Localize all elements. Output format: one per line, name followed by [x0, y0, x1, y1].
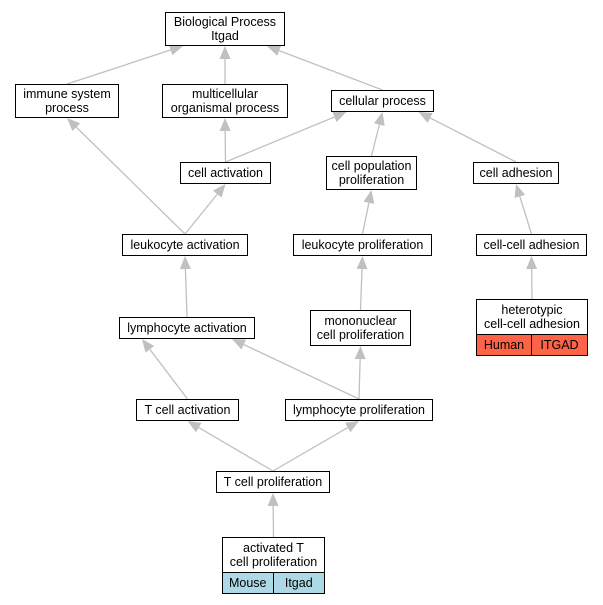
- go-term-node-root: Biological Process Itgad: [165, 12, 285, 46]
- edge-arrowhead: [67, 118, 81, 132]
- edge-line: [75, 126, 186, 235]
- annotation-cell: Human: [476, 334, 532, 356]
- go-term-node-cellular: cellular process: [331, 90, 434, 112]
- go-term-node-immune: immune system process: [15, 84, 119, 118]
- edge-line: [225, 116, 335, 163]
- go-term-node-tcellprolif: T cell proliferation: [216, 471, 330, 493]
- edge-line: [370, 124, 380, 157]
- edge-arrowhead: [344, 421, 359, 433]
- go-term-node-cellpop: cell population proliferation: [326, 156, 417, 190]
- go-term-label: cell adhesion: [479, 166, 553, 180]
- edge-arrowhead: [356, 256, 368, 270]
- go-term-label: activated T cell proliferation: [229, 541, 318, 569]
- go-term-node-tcellact: T cell activation: [136, 399, 239, 421]
- edge-arrowhead: [418, 112, 433, 123]
- go-term-node-leukprolif: leukocyte proliferation: [293, 234, 432, 256]
- go-term-node-mononuc: mononuclear cell proliferation: [310, 310, 411, 346]
- edge-arrowhead: [187, 421, 202, 433]
- edge-arrowhead: [168, 44, 183, 56]
- edge-line: [198, 427, 274, 472]
- edge-arrowhead: [354, 346, 366, 360]
- go-term-label: immune system process: [23, 87, 111, 115]
- edge-line: [272, 426, 349, 472]
- edge-arrowhead: [213, 184, 226, 198]
- annotation-cell: ITGAD: [531, 334, 588, 356]
- edge-line: [278, 50, 383, 91]
- go-term-label: leukocyte activation: [130, 238, 240, 252]
- go-term-label: cell activation: [187, 166, 264, 180]
- go-term-label: leukocyte proliferation: [301, 238, 424, 252]
- go-term-label: cellular process: [339, 94, 426, 108]
- edge-arrowhead: [514, 184, 526, 199]
- edge-arrowhead: [142, 339, 155, 353]
- edge-arrowhead: [374, 112, 385, 126]
- edge-arrowhead: [332, 111, 347, 123]
- go-term-label: cell-cell adhesion: [483, 238, 580, 252]
- go-term-node-cellcell: cell-cell adhesion: [476, 234, 587, 256]
- go-term-label: T cell proliferation: [223, 475, 323, 489]
- edge-line: [184, 268, 188, 318]
- go-term-node-lymphprolif: lymphocyte proliferation: [285, 399, 433, 421]
- edge-arrowhead: [267, 45, 282, 56]
- go-term-node-celladh: cell adhesion: [473, 162, 559, 184]
- edge-line: [243, 343, 360, 400]
- edge-line: [361, 202, 370, 235]
- edge-arrowhead: [219, 46, 231, 59]
- go-term-label: lymphocyte activation: [127, 321, 247, 335]
- edge-line: [149, 348, 189, 400]
- go-term-label: Biological Process Itgad: [173, 15, 277, 43]
- go-term-node-acttcell: activated T cell proliferation: [222, 537, 325, 573]
- go-term-node-lymphact: lymphocyte activation: [119, 317, 255, 339]
- go-term-label: multicellular organismal process: [170, 87, 280, 115]
- annotation-cell: Mouse: [222, 572, 274, 594]
- edge-arrowhead: [363, 190, 375, 204]
- edge-line: [359, 268, 363, 311]
- edge-arrowhead: [232, 339, 247, 350]
- edge-line: [429, 117, 517, 163]
- go-term-node-leukact: leukocyte activation: [122, 234, 248, 256]
- go-term-label: cell population proliferation: [331, 159, 412, 187]
- go-term-node-multicellular: multicellular organismal process: [162, 84, 288, 118]
- edge-line: [66, 49, 171, 85]
- go-term-label: lymphocyte proliferation: [292, 403, 425, 417]
- edge-line: [358, 358, 361, 400]
- go-term-node-hetero: heterotypic cell-cell adhesion: [476, 299, 588, 335]
- edge-arrowhead: [219, 118, 231, 132]
- go-term-label: mononuclear cell proliferation: [316, 314, 405, 342]
- edge-line: [519, 196, 533, 235]
- go-term-node-cellact: cell activation: [180, 162, 271, 184]
- annotation-cell: Itgad: [272, 572, 325, 594]
- go-term-label: heterotypic cell-cell adhesion: [484, 303, 580, 331]
- edge-arrowhead: [179, 256, 191, 270]
- go-term-label: T cell activation: [144, 403, 231, 417]
- edge-arrowhead: [526, 256, 538, 270]
- edge-line: [184, 193, 218, 235]
- edge-arrowhead: [267, 493, 279, 507]
